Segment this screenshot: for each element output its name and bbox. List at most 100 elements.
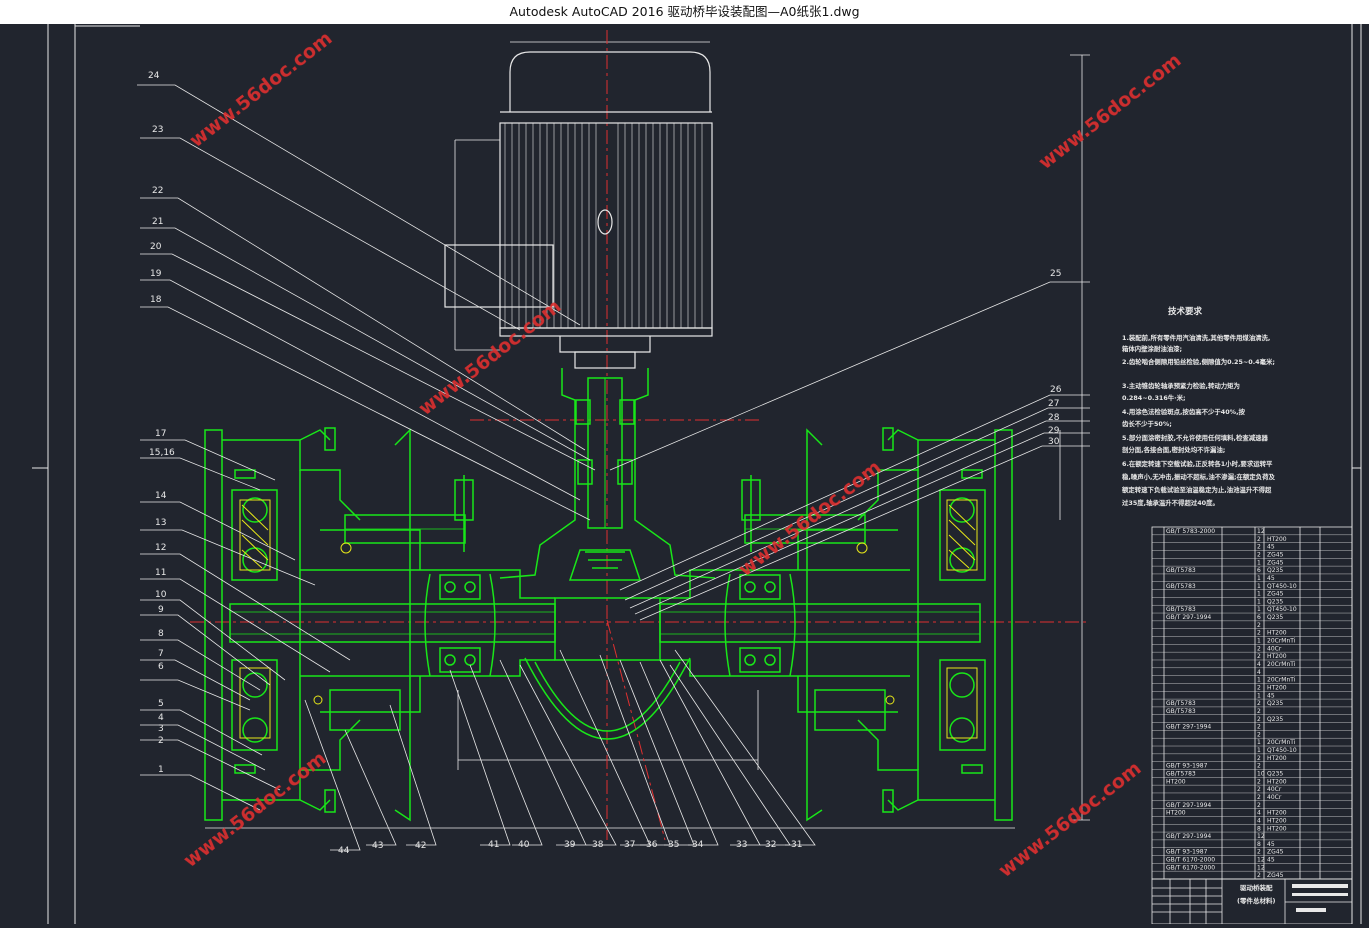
bom-cell-mat: QT450-10	[1267, 583, 1297, 590]
bom-cell-mat: 40Cr	[1267, 645, 1282, 652]
part-label-5: 5	[158, 699, 164, 709]
cad-drawing[interactable]: 24 23 22 21 20 19 18 25 26 27 28 29 30 1…	[0, 24, 1369, 925]
bom-cell-std: GB/T 297-1994	[1166, 802, 1211, 809]
bom-cell-mat: HT200	[1267, 630, 1287, 637]
bom-cell-mat: Q235	[1267, 598, 1283, 605]
bom-cell-qty: 8	[1257, 841, 1261, 848]
bom-cell-qty: 2	[1257, 653, 1261, 660]
part-label-21: 21	[152, 217, 163, 227]
part-label-23: 23	[152, 125, 163, 135]
motor-assembly[interactable]	[444, 51, 713, 369]
part-leader-lines	[137, 84, 1090, 851]
bom-cell-qty: 12	[1257, 857, 1265, 864]
bom-cell-mat: Q235	[1267, 700, 1283, 707]
bom-row-lines	[1152, 534, 1352, 880]
tech-req-line: 稳,噪声小,无冲击,振动不超标,油不渗漏;在额定负荷及	[1122, 472, 1275, 481]
bom-cell-qty: 2	[1257, 622, 1261, 629]
window-title-bar: Autodesk AutoCAD 2016 驱动桥毕设装配图—A0纸张1.dwg	[0, 0, 1369, 24]
tech-req-line: 过35度,轴承温升不得超过40度。	[1122, 498, 1219, 507]
bom-cell-qty: 2	[1257, 544, 1261, 551]
part-number-labels: 24 23 22 21 20 19 18 25 26 27 28 29 30 1…	[148, 71, 1062, 856]
bom-cell-qty: 2	[1257, 630, 1261, 637]
part-label-27: 27	[1048, 399, 1059, 409]
window-title: Autodesk AutoCAD 2016 驱动桥毕设装配图—A0纸张1.dwg	[509, 4, 860, 19]
part-label-31: 31	[791, 840, 802, 850]
bom-cell-std: GB/T 297-1994	[1166, 724, 1211, 731]
bom-cell-mat: QT450-10	[1267, 747, 1297, 754]
part-label-35: 35	[668, 840, 679, 850]
part-label-37: 37	[624, 840, 635, 850]
bom-cell-qty: 1	[1257, 747, 1261, 754]
bom-cell-mat: ZG45	[1267, 872, 1284, 879]
part-label-40: 40	[518, 840, 530, 850]
bom-cell-qty: 2	[1257, 755, 1261, 762]
part-label-44: 44	[338, 846, 350, 856]
bom-cell-mat: 40Cr	[1267, 786, 1282, 793]
bom-cell-qty: 2	[1257, 536, 1261, 543]
part-label-13: 13	[155, 518, 166, 528]
tech-req-line: 额定转速下负载试验至油温稳定为止,油池温升不得超	[1122, 485, 1272, 494]
bom-cell-qty: 1	[1257, 575, 1261, 582]
bom-cell-qty: 2	[1257, 684, 1261, 691]
bom-cell-qty: 8	[1257, 825, 1261, 832]
bom-cell-mat: HT200	[1267, 778, 1287, 785]
part-label-10: 10	[155, 590, 167, 600]
bom-cell-qty: 4	[1257, 669, 1261, 676]
title-block-subtitle: (零件总材料)	[1237, 896, 1275, 905]
part-label-4: 4	[158, 713, 164, 723]
bom-cell-std: HT200	[1166, 810, 1186, 817]
part-label-12: 12	[155, 543, 166, 553]
bom-cell-qty: 2	[1257, 763, 1261, 770]
bom-cell-qty: 2	[1257, 645, 1261, 652]
part-label-22: 22	[152, 186, 163, 196]
part-label-34: 34	[692, 840, 704, 850]
bom-cell-mat: 45	[1267, 575, 1275, 582]
part-label-1: 1	[158, 765, 164, 775]
bom-cell-mat: 20CrMnTi	[1267, 739, 1296, 746]
bom-cell-mat: HT200	[1267, 684, 1287, 691]
bom-cell-mat: ZG45	[1267, 551, 1284, 558]
bom-cell-qty: 1	[1257, 677, 1261, 684]
bom-cell-std: GB/T5783	[1166, 567, 1196, 574]
bom-cell-mat: 45	[1267, 841, 1275, 848]
part-label-19: 19	[150, 269, 162, 279]
drive-axle-housing[interactable]	[204, 368, 1013, 822]
bom-cell-qty: 12	[1257, 833, 1265, 840]
bom-cell-qty: 4	[1257, 810, 1261, 817]
bom-cell-qty: 6	[1257, 567, 1261, 574]
drawing-canvas[interactable]: 24 23 22 21 20 19 18 25 26 27 28 29 30 1…	[0, 24, 1369, 925]
bom-cell-mat: QT450-10	[1267, 606, 1297, 613]
bom-cell-qty: 1	[1257, 598, 1261, 605]
bom-cell-mat: ZG45	[1267, 591, 1284, 598]
part-label-39: 39	[564, 840, 576, 850]
tech-req-line: 5.部分面涂密封胶,不允许使用任何填料,检查减速器	[1122, 433, 1269, 442]
bom-cell-qty: 1	[1257, 606, 1261, 613]
bom-grid	[1151, 526, 1353, 880]
bom-cell-std: GB/T 297-1994	[1166, 614, 1211, 621]
bom-cell-qty: 2	[1257, 731, 1261, 738]
part-label-3: 3	[158, 724, 164, 734]
title-block-bar	[1292, 884, 1348, 888]
part-label-41: 41	[488, 840, 499, 850]
bom-cell-mat: 45	[1267, 857, 1275, 864]
part-label-43: 43	[372, 841, 383, 851]
bom-cell-qty: 1	[1257, 559, 1261, 566]
tech-req-line: 4.用涂色法检验斑点,按齿高不少于40%,按	[1122, 407, 1245, 416]
bom-cell-mat: 20CrMnTi	[1267, 677, 1296, 684]
part-label-6: 6	[158, 662, 164, 672]
bom-cell-qty: 1	[1257, 583, 1261, 590]
part-label-7: 7	[158, 649, 164, 659]
bom-cell-qty: 2	[1257, 708, 1261, 715]
bom-cell-mat: 20CrMnTi	[1267, 661, 1296, 668]
bom-cell-qty: 12	[1257, 864, 1265, 871]
bom-cell-qty: 4	[1257, 661, 1261, 668]
bom-cell-qty: 1	[1257, 692, 1261, 699]
bom-cell-qty: 12	[1257, 528, 1265, 535]
bom-cell-std: GB/T5783	[1166, 708, 1196, 715]
bom-cell-qty: 2	[1257, 551, 1261, 558]
bom-cell-mat: 45	[1267, 544, 1275, 551]
bom-cell-mat: HT200	[1267, 536, 1287, 543]
bom-cell-qty: 10	[1257, 771, 1265, 778]
